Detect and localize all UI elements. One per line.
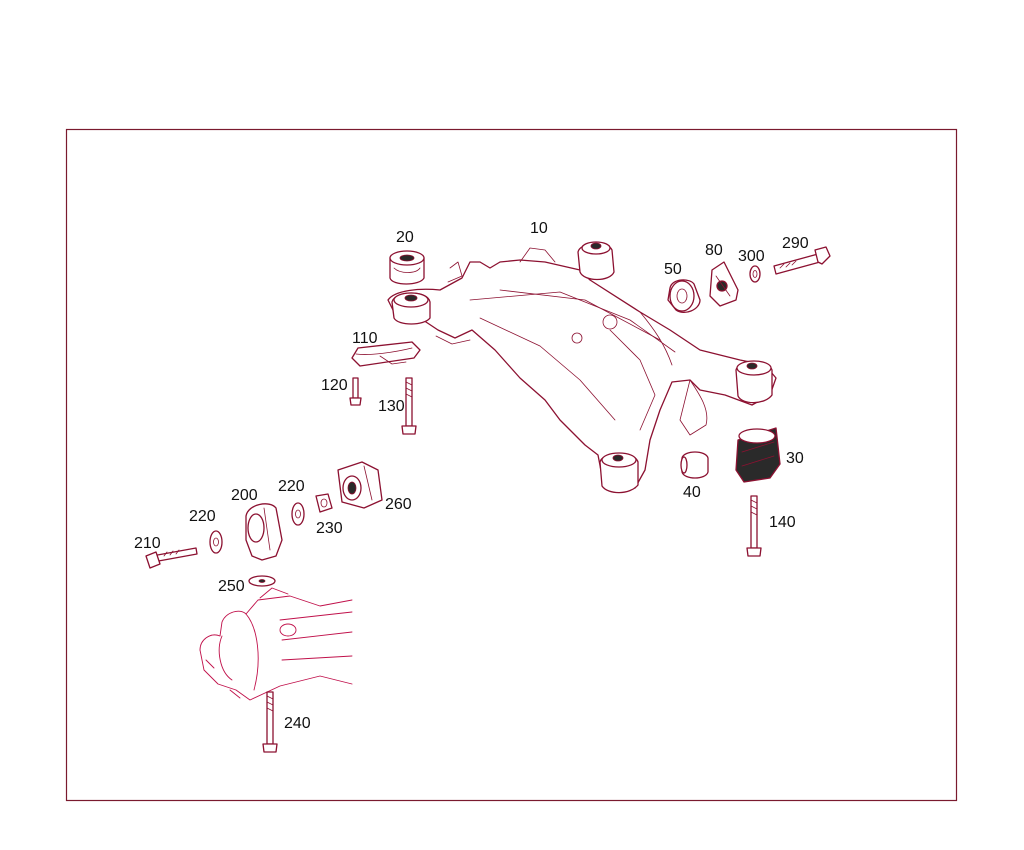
callout-110: 110	[352, 330, 378, 347]
differential-ghost	[199, 587, 353, 701]
washer-250[interactable]	[248, 575, 276, 587]
callout-20: 20	[396, 229, 414, 246]
mount-260[interactable]	[337, 461, 383, 509]
callout-40: 40	[683, 484, 701, 501]
subframe-10[interactable]	[387, 241, 777, 494]
mount-200[interactable]	[245, 503, 283, 561]
diagram-frame	[65, 128, 958, 802]
washer-220-right[interactable]	[291, 502, 305, 526]
callout-130: 130	[378, 398, 405, 415]
callout-260: 260	[385, 496, 412, 513]
bushing-40[interactable]	[680, 451, 709, 479]
nut-230[interactable]	[315, 493, 333, 513]
callout-300: 300	[738, 248, 765, 265]
callout-250: 250	[218, 578, 245, 595]
bolt-120[interactable]	[349, 377, 362, 406]
bolt-290[interactable]	[773, 246, 831, 275]
bushing-20[interactable]	[389, 250, 425, 285]
mount-80[interactable]	[709, 261, 739, 307]
bolt-210[interactable]	[145, 547, 198, 569]
callout-120: 120	[321, 377, 348, 394]
callout-210: 210	[134, 535, 161, 552]
callout-290: 290	[782, 235, 809, 252]
callout-10: 10	[530, 220, 548, 237]
bolt-240[interactable]	[262, 691, 278, 753]
callout-200: 200	[231, 487, 258, 504]
bolt-140[interactable]	[746, 495, 762, 557]
callout-30: 30	[786, 450, 804, 467]
callout-220-left: 220	[189, 508, 216, 525]
callout-80: 80	[705, 242, 723, 259]
mount-30[interactable]	[735, 427, 781, 483]
callout-50: 50	[664, 261, 682, 278]
callout-140: 140	[769, 514, 796, 531]
bolt-130[interactable]	[401, 377, 417, 435]
bracket-110[interactable]	[351, 341, 421, 367]
callout-230: 230	[316, 520, 343, 537]
callout-240: 240	[284, 715, 311, 732]
washer-300[interactable]	[749, 265, 761, 283]
callout-220-right: 220	[278, 478, 305, 495]
bushing-50[interactable]	[667, 279, 701, 314]
washer-220-left[interactable]	[209, 530, 223, 554]
